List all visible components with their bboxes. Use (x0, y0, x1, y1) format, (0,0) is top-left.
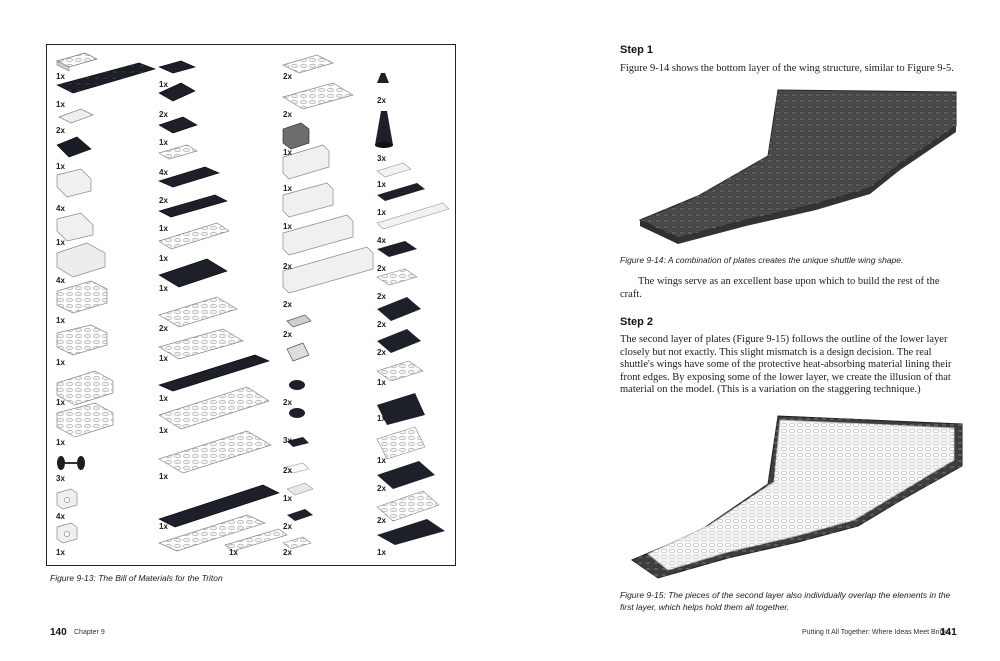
step-2-heading: Step 2 (620, 316, 654, 328)
quantity-label: 1x (56, 72, 65, 81)
step-1-followup-paragraph: The wings serve as an excellent base upo… (620, 276, 940, 300)
bill-of-materials-figure: 1x 1x 2x 1x 4x 1x 4x 1x 1x 1x 1x 3x 4x 1… (46, 44, 456, 566)
quantity-label: 2x (283, 262, 292, 271)
quantity-label: 2x (283, 398, 292, 407)
bill-of-materials-illustration: 1x 1x 2x 1x 4x 1x 4x 1x 1x 1x 1x 3x 4x 1… (56, 52, 450, 557)
quantity-label: 1x (159, 394, 168, 403)
quantity-label: 2x (377, 348, 386, 357)
bom-quantities-column-4: 2x 3x 1x 1x 4x 2x 2x 2x 2x 1x 1x 1x 2x 2… (377, 96, 386, 557)
step-2-paragraph: The second layer of plates (Figure 9-15)… (620, 334, 952, 395)
figure-9-14-caption: Figure 9-14: A combination of plates cre… (620, 255, 904, 265)
quantity-label: 1x (377, 208, 386, 217)
quantity-label: 2x (159, 110, 168, 119)
quantity-label: 1x (377, 456, 386, 465)
bom-quantities-column-2: 1x 2x 1x 4x 2x 1x 1x 1x 2x 1x 1x 1x 1x 1… (159, 80, 238, 557)
quantity-label: 1x (159, 254, 168, 263)
bom-column-2-parts (158, 60, 288, 552)
step-1-paragraph: Figure 9-14 shows the bottom layer of th… (620, 63, 954, 74)
quantity-label: 2x (159, 324, 168, 333)
step-1-heading: Step 1 (620, 44, 654, 56)
quantity-label: 4x (56, 512, 65, 521)
quantity-label: 1x (159, 354, 168, 363)
quantity-label: 2x (377, 292, 386, 301)
quantity-label: 4x (56, 204, 65, 213)
right-page: Step 1 Figure 9-14 shows the bottom laye… (500, 0, 1000, 661)
quantity-label: 2x (283, 466, 292, 475)
quantity-label: 1x (283, 148, 292, 157)
quantity-label: 2x (377, 264, 386, 273)
quantity-label: 1x (377, 548, 386, 557)
page-number-right: 141 (940, 627, 957, 638)
page-number-left: 140 (50, 627, 67, 638)
quantity-label: 1x (56, 100, 65, 109)
bom-column-4-parts (375, 73, 450, 545)
quantity-label: 1x (159, 426, 168, 435)
quantity-label: 1x (56, 358, 65, 367)
quantity-label: 2x (377, 484, 386, 493)
bom-quantities-column-3: 2x 2x 1x 1x 1x 2x 2x 2x 2x 3x 2x 1x 2x 2… (283, 72, 292, 557)
quantity-label: 1x (56, 438, 65, 447)
bom-column-1-parts (56, 52, 156, 544)
quantity-label: 2x (283, 110, 292, 119)
quantity-label: 2x (283, 300, 292, 309)
quantity-label: 1x (159, 472, 168, 481)
quantity-label: 3x (283, 436, 292, 445)
running-head-right: Putting It All Together: Where Ideas Mee… (802, 629, 951, 636)
figure-9-15-wing-second-layer (630, 415, 963, 579)
quantity-label: 1x (229, 548, 238, 557)
quantity-label: 1x (283, 222, 292, 231)
quantity-label: 1x (159, 522, 168, 531)
quantity-label: 4x (56, 276, 65, 285)
bom-column-3-parts (282, 54, 374, 550)
quantity-label: 2x (159, 196, 168, 205)
quantity-label: 4x (159, 168, 168, 177)
quantity-label: 1x (56, 316, 65, 325)
left-page: 1x 1x 2x 1x 4x 1x 4x 1x 1x 1x 1x 3x 4x 1… (46, 44, 456, 638)
bom-quantities-column-1: 1x 1x 2x 1x 4x 1x 4x 1x 1x 1x 1x 3x 4x 1… (56, 72, 65, 557)
quantity-label: 2x (283, 330, 292, 339)
quantity-label: 2x (283, 72, 292, 81)
quantity-label: 1x (159, 224, 168, 233)
quantity-label: 1x (56, 162, 65, 171)
quantity-label: 2x (283, 522, 292, 531)
running-head-left: Chapter 9 (74, 629, 105, 636)
quantity-label: 2x (56, 126, 65, 135)
quantity-label: 3x (377, 154, 386, 163)
quantity-label: 1x (159, 80, 168, 89)
quantity-label: 1x (377, 414, 386, 423)
quantity-label: 1x (56, 238, 65, 247)
quantity-label: 2x (377, 96, 386, 105)
quantity-label: 1x (377, 378, 386, 387)
quantity-label: 1x (159, 138, 168, 147)
quantity-label: 1x (283, 494, 292, 503)
figure-9-15-caption: Figure 9-15: The pieces of the second la… (620, 590, 951, 612)
quantity-label: 2x (283, 548, 292, 557)
quantity-label: 1x (283, 184, 292, 193)
quantity-label: 2x (377, 320, 386, 329)
quantity-label: 2x (377, 516, 386, 525)
quantity-label: 1x (377, 180, 386, 189)
figure-9-14-wing-bottom-layer (638, 89, 957, 244)
figure-9-13-caption: Figure 9-13: The Bill of Materials for t… (50, 573, 223, 583)
quantity-label: 4x (377, 236, 386, 245)
quantity-label: 1x (56, 548, 65, 557)
quantity-label: 1x (159, 284, 168, 293)
quantity-label: 3x (56, 474, 65, 483)
quantity-label: 1x (56, 398, 65, 407)
